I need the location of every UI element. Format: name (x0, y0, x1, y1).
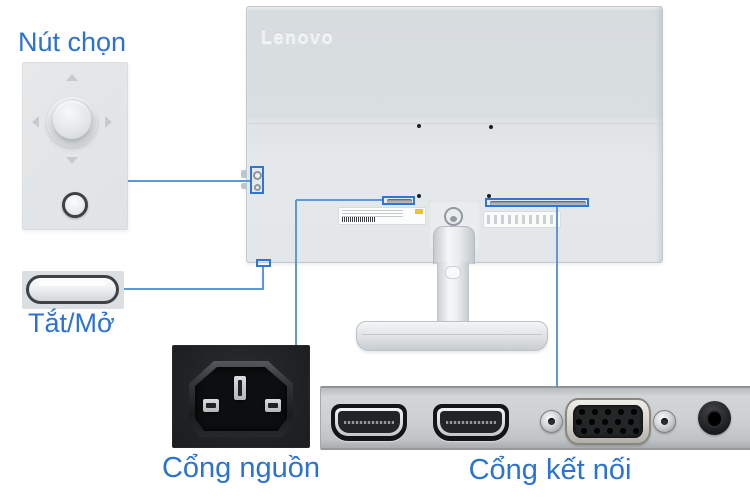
side-button-nub (241, 170, 247, 178)
cable-hook-hole (445, 266, 461, 279)
hdmi-pins (446, 421, 496, 424)
pin-slot (206, 403, 216, 408)
ports-slot (490, 201, 586, 206)
highlight-box-power-button (256, 259, 271, 267)
callout-line-select (128, 180, 250, 182)
label-select-button: Nút chọn (18, 27, 127, 57)
audio-jack-icon (698, 401, 731, 435)
power-pin-left (203, 399, 219, 412)
arrow-right-icon (105, 116, 112, 128)
emblem-dot (450, 216, 457, 222)
stand-release-emblem (444, 207, 463, 226)
callout-line-power-toggle-vertical (262, 265, 264, 290)
callout-line-power-toggle (124, 288, 264, 290)
vga-pin-row (570, 418, 640, 425)
joystick-ring (47, 97, 97, 147)
vga-screw-post (653, 410, 676, 433)
spec-label-sticker (338, 207, 426, 225)
pin-slot (238, 380, 242, 396)
stand-base (356, 321, 548, 351)
panel-seam (247, 123, 662, 124)
joystick-back-view (253, 171, 262, 180)
callout-line-power-port-horizontal (296, 199, 382, 201)
arrow-up-icon (66, 74, 78, 81)
stand-neck (437, 262, 469, 324)
ports-panel-photo (320, 386, 750, 450)
vga-face (573, 405, 643, 438)
screw-hole (548, 418, 555, 425)
barcode (342, 217, 376, 222)
hdmi-slot (440, 411, 502, 433)
power-inlet-photo (172, 345, 310, 448)
callout-line-power-port-vertical (295, 200, 297, 345)
vga-pin-row (575, 428, 645, 435)
hdmi-slot (338, 411, 400, 433)
label-power-toggle: Tắt/Mở (28, 308, 115, 338)
highlight-box-connection-ports (485, 198, 589, 207)
screw-hole (489, 125, 493, 129)
screw-hole (661, 418, 668, 425)
highlight-box-power-port (382, 196, 415, 205)
lenovo-logo: Lenovo (261, 27, 335, 47)
select-button-panel (22, 62, 128, 230)
highlight-box-select (250, 166, 264, 194)
power-inlet-slot (387, 199, 412, 204)
jack-hole (708, 412, 721, 426)
joystick-button (53, 101, 91, 139)
hdmi-rim (335, 408, 403, 436)
power-button (26, 275, 119, 304)
power-button-panel (22, 271, 124, 309)
hdmi-port-icon (433, 404, 509, 441)
arrow-left-icon (32, 116, 39, 128)
pin-slot (268, 403, 278, 408)
certification-marks (487, 215, 557, 224)
stand-hinge (433, 226, 475, 264)
hdmi-pins (344, 421, 394, 424)
screw-hole (487, 194, 491, 198)
label-power-port: Cổng nguồn (161, 452, 321, 484)
vga-pin-row (573, 408, 643, 415)
certification-sticker (483, 211, 561, 228)
monitor-back: Lenovo (246, 6, 663, 264)
sticker-text-lines (342, 210, 403, 218)
hdmi-port-icon (331, 404, 407, 441)
yellow-tag (415, 209, 423, 214)
arrow-down-icon (66, 157, 78, 164)
hdmi-rim (437, 408, 505, 436)
button-back-view (254, 184, 261, 191)
label-connection-ports: Cổng kết nối (468, 454, 632, 486)
back-button (62, 192, 88, 218)
screw-hole (417, 194, 421, 198)
vga-screw-post (540, 410, 563, 433)
screw-hole (417, 124, 421, 128)
power-pin-right (265, 399, 281, 412)
vga-port-icon (565, 398, 651, 445)
base-seam (362, 334, 542, 335)
side-button-nub (241, 183, 247, 189)
callout-line-connection-ports (556, 207, 558, 387)
pill-highlight (39, 281, 106, 286)
power-pin-top (234, 376, 246, 400)
